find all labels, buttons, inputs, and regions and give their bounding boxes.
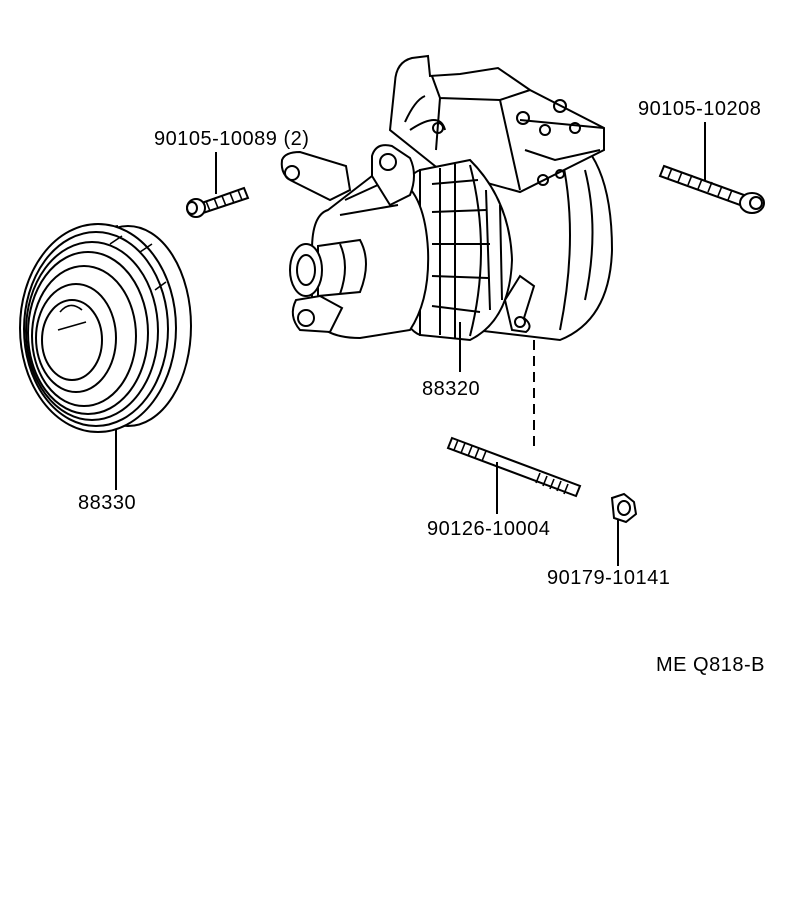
label-part-90105-10208: 90105-10208 bbox=[638, 98, 762, 120]
label-part-90105-10089: 90105-10089 (2) bbox=[154, 128, 310, 150]
label-part-88330: 88330 bbox=[78, 492, 137, 514]
diagram-code: ME Q818-B bbox=[656, 654, 765, 676]
label-part-90126-10004: 90126-10004 bbox=[427, 518, 551, 540]
pulley-88330 bbox=[19, 223, 192, 433]
label-part-88320: 88320 bbox=[422, 378, 481, 400]
nut-90179-10141 bbox=[610, 492, 638, 524]
bolt-90105-10208 bbox=[658, 164, 765, 214]
compressor-88320 bbox=[280, 54, 614, 342]
bolt-90105-10089 bbox=[186, 186, 250, 218]
stud-90126-10004 bbox=[446, 436, 582, 498]
label-part-90179-10141: 90179-10141 bbox=[547, 567, 671, 589]
